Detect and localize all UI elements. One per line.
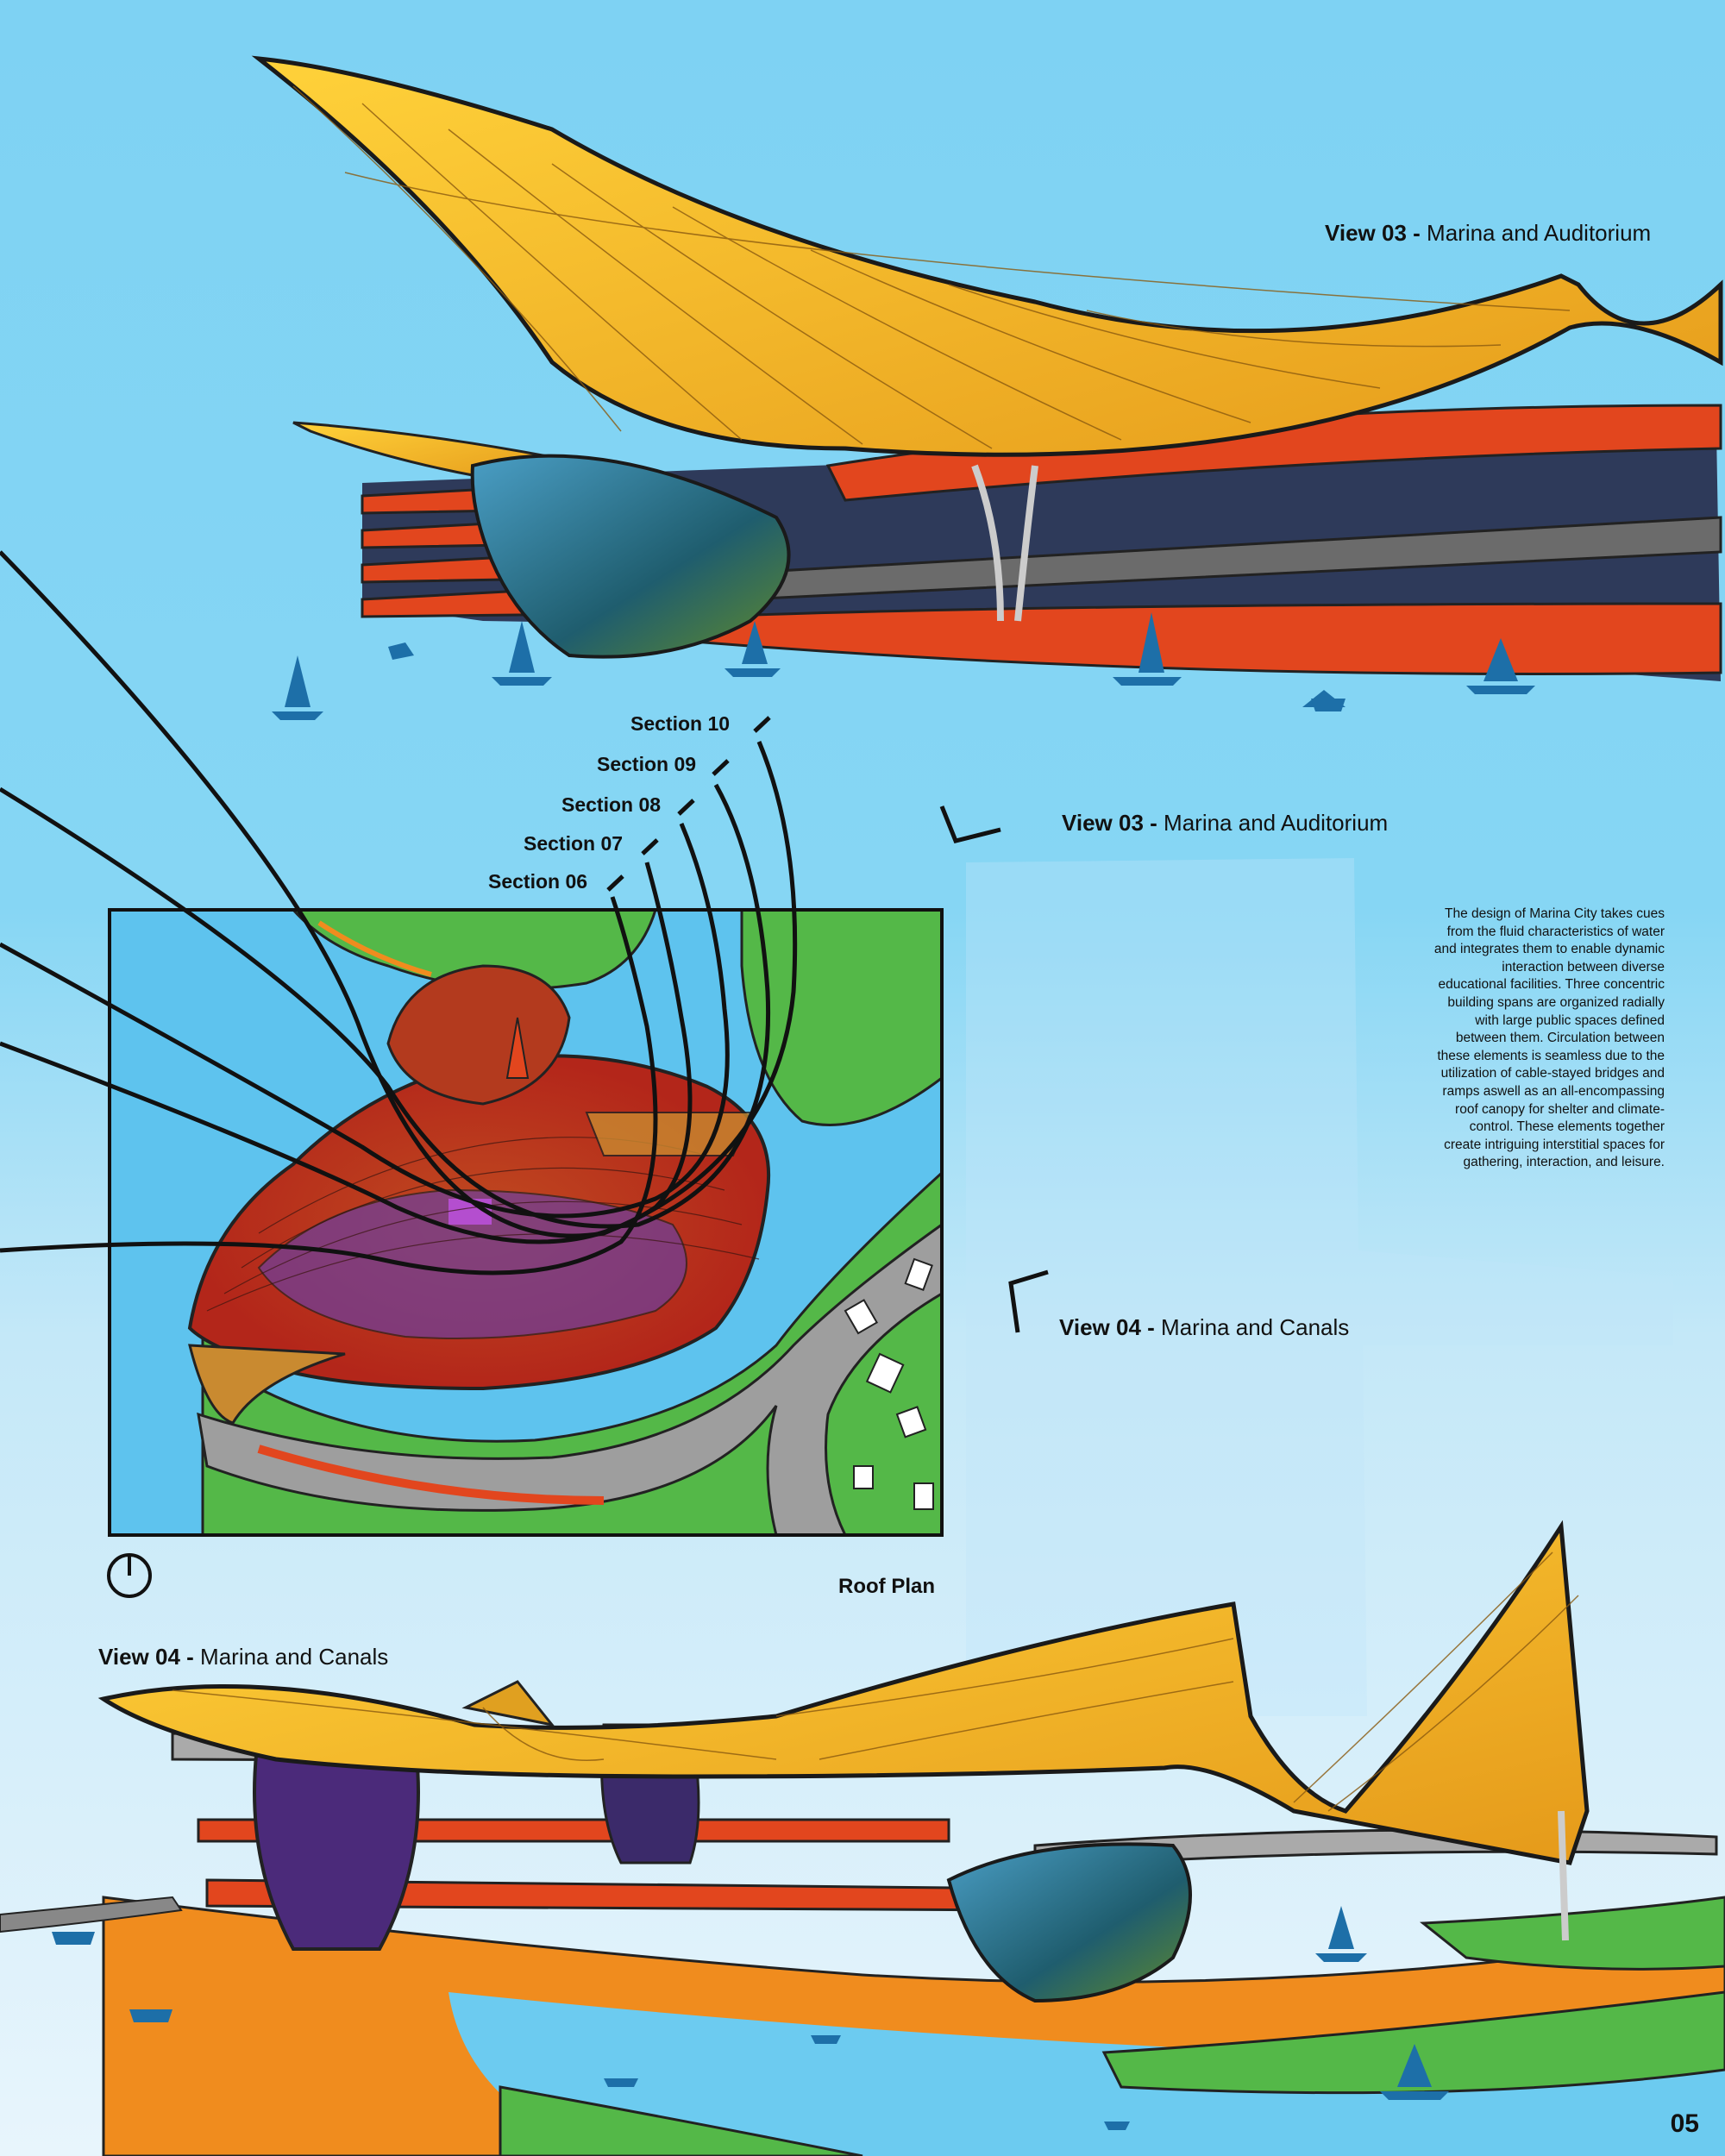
project-description: The design of Marina City takes cues fro… bbox=[1433, 906, 1665, 1170]
section-10-label: Section 10 bbox=[630, 712, 731, 735]
section-cut-lines bbox=[0, 550, 798, 1275]
north-arrow-icon bbox=[107, 1553, 152, 1598]
section-08-label: Section 08 bbox=[561, 793, 662, 816]
view04-marker-icon bbox=[1008, 1269, 1049, 1333]
view03-sailboats bbox=[272, 612, 1535, 720]
page-number: 05 bbox=[1670, 2109, 1699, 2138]
view04-building bbox=[0, 1520, 1725, 2156]
view03-label-mid: View 03 - Marina and Auditorium bbox=[1062, 810, 1389, 836]
background-watermark-shape bbox=[966, 858, 1673, 1716]
section-07-label: Section 07 bbox=[524, 832, 624, 855]
view04-label-bottom: View 04 - Marina and Canals bbox=[98, 1644, 389, 1670]
view03-building bbox=[251, 55, 1723, 720]
section-06-label: Section 06 bbox=[488, 870, 588, 893]
view04-sailboats bbox=[52, 1906, 1449, 2130]
view03-marker-icon bbox=[939, 805, 1001, 843]
plan-frame bbox=[108, 908, 944, 1537]
roof-plan-label: Roof Plan bbox=[838, 1575, 935, 1598]
roof-plan bbox=[107, 908, 944, 1598]
section-09-label: Section 09 bbox=[597, 753, 697, 775]
view03-label-top: View 03 - Marina and Auditorium bbox=[1325, 220, 1652, 246]
view-markers bbox=[939, 805, 1049, 1333]
view04-label-mid: View 04 - Marina and Canals bbox=[1059, 1314, 1350, 1340]
